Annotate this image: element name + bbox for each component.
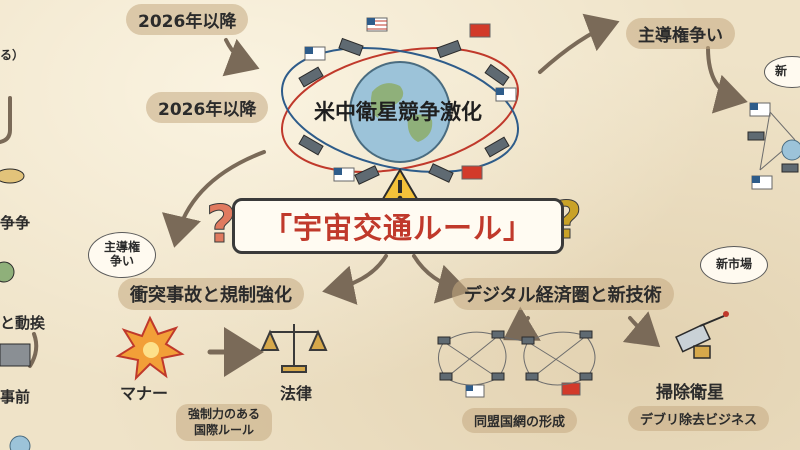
question-mark-left-icon: ? — [206, 195, 236, 255]
leadership-pill: 主導権争い — [626, 18, 735, 49]
main-title: 「宇宙交通ルール」 — [262, 211, 533, 245]
left-edge-text-2: 争争 — [0, 214, 31, 232]
scales-icon — [260, 324, 328, 373]
debris-removal-label: デブリ除去ビジネス — [628, 406, 770, 431]
cleaner-satellite-icon — [675, 311, 729, 359]
new-market-bubble: 新市場 — [700, 246, 768, 284]
year-label-top: 2026年以降 — [126, 4, 249, 35]
law-label: 法律 — [280, 384, 313, 403]
leadership-bubble: 主導権 争い — [88, 232, 156, 278]
orbit-rings — [281, 47, 519, 173]
left-edge-text-1: る） — [0, 48, 25, 62]
top-right-network-icon — [759, 111, 800, 171]
collision-heading: 衝突事故と規制強化 — [118, 278, 304, 310]
alliance-network-icon — [438, 331, 596, 386]
left-edge-text-3: と動挨 — [0, 314, 46, 332]
year-label-middle: 2026年以降 — [146, 92, 269, 123]
top-right-satellite-icons — [747, 131, 799, 173]
alliance-network-label: 同盟国網の形成 — [462, 408, 578, 433]
earth-globe-icon — [349, 61, 451, 163]
explosion-icon — [115, 315, 185, 381]
satellite-icons — [298, 37, 510, 185]
left-edge-text-4: 事前 — [0, 388, 31, 406]
left-edge-fragments — [0, 168, 31, 450]
cleaner-satellite-label: 掃除衛星 — [656, 383, 724, 403]
main-title-box: 「宇宙交通ルール」 — [232, 198, 564, 254]
flag-icons — [304, 17, 773, 398]
manner-label: マナー — [120, 384, 169, 403]
network-satellite-icons — [437, 330, 593, 381]
binding-rules-pill: 強制力のある 国際ルール — [176, 404, 273, 442]
digital-economy-heading: デジタル経済圏と新技術 — [452, 278, 674, 310]
center-title: 米中衛星競争激化 — [314, 100, 482, 124]
